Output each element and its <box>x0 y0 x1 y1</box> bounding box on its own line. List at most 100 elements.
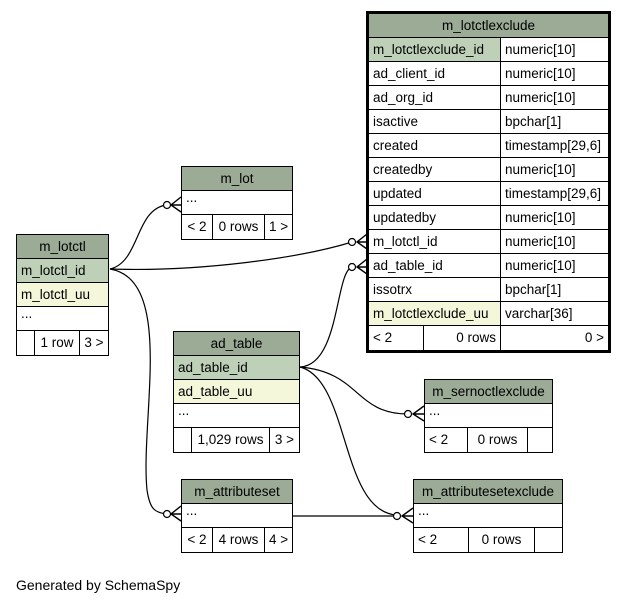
parents-link[interactable]: < 2 <box>373 330 393 345</box>
edge-m-lotctl-to-m-lot <box>109 204 167 270</box>
parents-link[interactable]: < 2 <box>187 219 207 234</box>
column-type: numeric[10] <box>500 62 608 85</box>
column-type: numeric[10] <box>500 38 608 61</box>
parents-link[interactable]: < 2 <box>429 432 449 447</box>
row-count: 1 row <box>34 331 79 355</box>
column-type: numeric[10] <box>500 86 608 109</box>
column-name: m_lotctl_id <box>373 234 438 249</box>
table-row: created timestamp[29,6] <box>369 134 608 158</box>
children-link[interactable] <box>534 528 562 552</box>
table-title[interactable]: m_sernoctlexclude <box>425 380 552 404</box>
more-columns: ... <box>174 404 299 428</box>
more-columns: ... <box>182 191 292 215</box>
table-row: issotrx bpchar[1] <box>369 278 608 302</box>
more-columns: ... <box>425 404 552 428</box>
table-row: m_lotctlexclude_uu varchar[36] <box>369 302 608 326</box>
column-type: numeric[10] <box>500 230 608 253</box>
table-ad-table[interactable]: ad_table ad_table_id ad_table_uu ... 1,0… <box>173 331 300 453</box>
table-row: ad_org_id numeric[10] <box>369 86 608 110</box>
table-row: updatedby numeric[10] <box>369 206 608 230</box>
row-count: 0 rows <box>212 215 264 239</box>
table-row: ad_table_id numeric[10] <box>369 254 608 278</box>
table-m-attributeset[interactable]: m_attributeset ... < 2 4 rows 4 > <box>181 479 293 553</box>
table-row: m_lotctl_id numeric[10] <box>369 230 608 254</box>
column-type: timestamp[29,6] <box>500 134 608 157</box>
more-columns: ... <box>182 504 292 528</box>
column-name: ad_table_id <box>178 360 248 375</box>
column-name: m_lotctl_id <box>21 263 86 278</box>
row-count: 0 rows <box>423 326 500 350</box>
parents-link[interactable] <box>174 428 191 452</box>
column-name: updated <box>373 186 422 201</box>
children-link[interactable]: 0 > <box>500 326 608 350</box>
more-columns: ... <box>17 307 108 331</box>
column-name: ad_table_uu <box>178 384 253 399</box>
table-title[interactable]: m_lot <box>182 167 292 191</box>
column-name: createdby <box>373 162 433 177</box>
children-link[interactable]: 1 > <box>264 215 292 239</box>
row-count: 0 rows <box>468 528 534 552</box>
column-name: isactive <box>373 114 419 129</box>
column-type: numeric[10] <box>500 158 608 181</box>
column-type: numeric[10] <box>500 254 608 277</box>
table-m-attributesetexclude[interactable]: m_attributesetexclude ... < 2 0 rows <box>413 479 563 553</box>
column-name: m_lotctlexclude_uu <box>369 302 500 325</box>
table-row: m_lotctlexclude_id numeric[10] <box>369 38 608 62</box>
more-columns: ... <box>414 504 562 528</box>
table-title[interactable]: m_lotctlexclude <box>369 14 608 38</box>
table-footer: < 2 0 rows 1 > <box>182 215 292 239</box>
edge-m-lotctl-to-m-attributeset <box>109 268 167 515</box>
table-footer: < 2 4 rows 4 > <box>182 528 292 552</box>
table-row: m_lotctl_id <box>17 259 108 283</box>
parents-link[interactable] <box>17 331 34 355</box>
column-name: ad_client_id <box>373 66 446 81</box>
row-count: 0 rows <box>467 428 527 452</box>
column-name: m_lotctlexclude_id <box>373 42 485 57</box>
parents-link[interactable]: < 2 <box>418 532 438 547</box>
column-name: ad_org_id <box>373 90 434 105</box>
edge-m-lotctl-to-lotctlexclude <box>109 241 353 270</box>
column-name: updatedby <box>373 210 437 225</box>
table-title[interactable]: m_attributesetexclude <box>414 480 562 504</box>
edge-ad-table-to-m-attributesetexclude <box>299 366 397 516</box>
parents-link[interactable]: < 2 <box>187 532 207 547</box>
children-link[interactable] <box>527 428 552 452</box>
table-row: m_lotctl_uu <box>17 283 108 307</box>
table-row: ad_client_id numeric[10] <box>369 62 608 86</box>
table-title[interactable]: ad_table <box>174 332 299 356</box>
table-footer: 1,029 rows 3 > <box>174 428 299 452</box>
table-row: ad_table_id <box>174 356 299 380</box>
row-count: 1,029 rows <box>191 428 269 452</box>
row-count: 4 rows <box>212 528 264 552</box>
generated-by-note: Generated by SchemaSpy <box>16 577 181 593</box>
table-footer: 1 row 3 > <box>17 331 108 355</box>
column-name: created <box>373 138 419 153</box>
table-title[interactable]: m_attributeset <box>182 480 292 504</box>
children-link[interactable]: 4 > <box>264 528 292 552</box>
column-name: issotrx <box>373 282 413 297</box>
table-footer: < 2 0 rows 0 > <box>369 326 608 350</box>
column-type: bpchar[1] <box>500 278 608 301</box>
column-type: numeric[10] <box>500 206 608 229</box>
children-link[interactable]: 3 > <box>269 428 299 452</box>
column-type: bpchar[1] <box>500 110 608 133</box>
table-m-sernoctlexclude[interactable]: m_sernoctlexclude ... < 2 0 rows <box>424 379 553 453</box>
table-title[interactable]: m_lotctl <box>17 235 108 259</box>
table-row: updated timestamp[29,6] <box>369 182 608 206</box>
edge-ad-table-to-lotctlexclude <box>299 266 353 368</box>
table-m-lot[interactable]: m_lot ... < 2 0 rows 1 > <box>181 166 293 240</box>
table-row: ad_table_uu <box>174 380 299 404</box>
column-type: timestamp[29,6] <box>500 182 608 205</box>
table-footer: < 2 0 rows <box>425 428 552 452</box>
table-m-lotctlexclude[interactable]: m_lotctlexclude m_lotctlexclude_id numer… <box>366 11 611 353</box>
children-link[interactable]: 3 > <box>79 331 108 355</box>
column-name: ad_table_id <box>373 258 443 273</box>
edge-ad-table-to-m-sernoctlexclude <box>299 366 409 415</box>
table-m-lotctl[interactable]: m_lotctl m_lotctl_id m_lotctl_uu ... 1 r… <box>16 234 109 356</box>
table-row: createdby numeric[10] <box>369 158 608 182</box>
table-row: isactive bpchar[1] <box>369 110 608 134</box>
column-name: m_lotctl_uu <box>21 287 91 302</box>
column-type: varchar[36] <box>500 302 608 325</box>
table-footer: < 2 0 rows <box>414 528 562 552</box>
